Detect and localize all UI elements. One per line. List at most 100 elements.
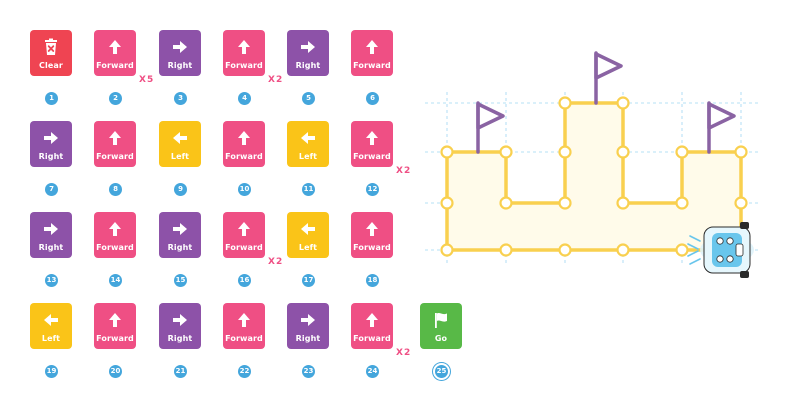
path-node: [440, 243, 454, 257]
flag-icon: [707, 101, 736, 154]
card-forward-14[interactable]: Forward: [94, 212, 136, 258]
arrow-up-icon: [94, 310, 136, 330]
card-forward-8[interactable]: Forward: [94, 121, 136, 167]
step-number-badge: 2: [109, 92, 122, 105]
arrow-up-icon: [94, 219, 136, 239]
card-go-25[interactable]: Go: [420, 303, 462, 349]
arrow-right-icon: [159, 310, 201, 330]
card-label: Right: [167, 61, 193, 70]
card-label: Right: [167, 334, 193, 343]
card-forward-18[interactable]: Forward: [351, 212, 393, 258]
path-node: [734, 196, 748, 210]
step-number-badge: 6: [366, 92, 379, 105]
card-right-23[interactable]: Right: [287, 303, 329, 349]
flags: [476, 51, 736, 154]
arrow-up-icon: [94, 37, 136, 57]
card-left-17[interactable]: Left: [287, 212, 329, 258]
path-node: [616, 96, 630, 110]
path-board: [425, 51, 760, 278]
step-number-badge: 7: [45, 183, 58, 196]
path-node: [616, 145, 630, 159]
path-node: [558, 145, 572, 159]
path-node: [499, 145, 513, 159]
card-left-11[interactable]: Left: [287, 121, 329, 167]
robot-icon[interactable]: [687, 222, 754, 278]
step-number-badge: 10: [238, 183, 251, 196]
arrow-right-icon: [159, 219, 201, 239]
card-right-3[interactable]: Right: [159, 30, 201, 76]
card-forward-6[interactable]: Forward: [351, 30, 393, 76]
arrow-right-icon: [159, 37, 201, 57]
card-right-5[interactable]: Right: [287, 30, 329, 76]
card-forward-2[interactable]: Forward: [94, 30, 136, 76]
card-right-15[interactable]: Right: [159, 212, 201, 258]
repeat-multiplier: X2: [396, 166, 412, 176]
path-node: [440, 145, 454, 159]
step-number-badge: 14: [109, 274, 122, 287]
castle-path: [445, 101, 743, 252]
card-clear-1[interactable]: Clear: [30, 30, 72, 76]
card-left-19[interactable]: Left: [30, 303, 72, 349]
arrow-left-icon: [287, 219, 329, 239]
path-node: [675, 243, 689, 257]
path-node: [499, 196, 513, 210]
path-node: [734, 145, 748, 159]
card-forward-10[interactable]: Forward: [223, 121, 265, 167]
arrow-left-icon: [159, 128, 201, 148]
arrow-up-icon: [351, 219, 393, 239]
arrow-up-icon: [223, 128, 265, 148]
flag-icon: [420, 310, 462, 330]
step-number-badge: 16: [238, 274, 251, 287]
card-label: Forward: [225, 61, 263, 70]
repeat-multiplier: X2: [268, 75, 284, 85]
card-left-9[interactable]: Left: [159, 121, 201, 167]
card-forward-24[interactable]: Forward: [351, 303, 393, 349]
card-label: Left: [298, 243, 318, 252]
card-forward-20[interactable]: Forward: [94, 303, 136, 349]
card-label: Forward: [353, 334, 391, 343]
card-label: Forward: [353, 61, 391, 70]
repeat-multiplier: X5: [139, 75, 155, 85]
card-label: Left: [170, 152, 190, 161]
arrow-up-icon: [351, 37, 393, 57]
repeat-multiplier: X2: [268, 257, 284, 267]
card-label: Forward: [96, 152, 134, 161]
path-node: [558, 243, 572, 257]
arrow-up-icon: [223, 219, 265, 239]
step-number-badge: 1: [45, 92, 58, 105]
step-number-badge: 21: [174, 365, 187, 378]
path-node: [558, 96, 572, 110]
flag-icon: [476, 101, 505, 154]
step-number-badge: 9: [174, 183, 187, 196]
castle-fill: [447, 103, 741, 250]
card-right-13[interactable]: Right: [30, 212, 72, 258]
flag-icon: [594, 51, 623, 105]
card-label: Go: [434, 334, 448, 343]
arrow-left-icon: [30, 310, 72, 330]
path-node: [675, 196, 689, 210]
card-forward-12[interactable]: Forward: [351, 121, 393, 167]
card-forward-4[interactable]: Forward: [223, 30, 265, 76]
path-node: [616, 196, 630, 210]
card-forward-22[interactable]: Forward: [223, 303, 265, 349]
arrow-up-icon: [223, 37, 265, 57]
card-label: Left: [298, 152, 318, 161]
step-number-badge: 3: [174, 92, 187, 105]
step-number-badge: 23: [302, 365, 315, 378]
card-label: Right: [38, 152, 64, 161]
step-number-badge: 15: [174, 274, 187, 287]
card-label: Forward: [353, 243, 391, 252]
card-label: Forward: [96, 334, 134, 343]
arrow-up-icon: [351, 310, 393, 330]
card-right-21[interactable]: Right: [159, 303, 201, 349]
card-forward-16[interactable]: Forward: [223, 212, 265, 258]
arrow-left-icon: [287, 128, 329, 148]
step-number-badge: 12: [366, 183, 379, 196]
card-right-7[interactable]: Right: [30, 121, 72, 167]
card-label: Left: [41, 334, 61, 343]
card-label: Right: [38, 243, 64, 252]
path-node: [440, 196, 454, 210]
card-label: Forward: [353, 152, 391, 161]
arrow-right-icon: [287, 37, 329, 57]
